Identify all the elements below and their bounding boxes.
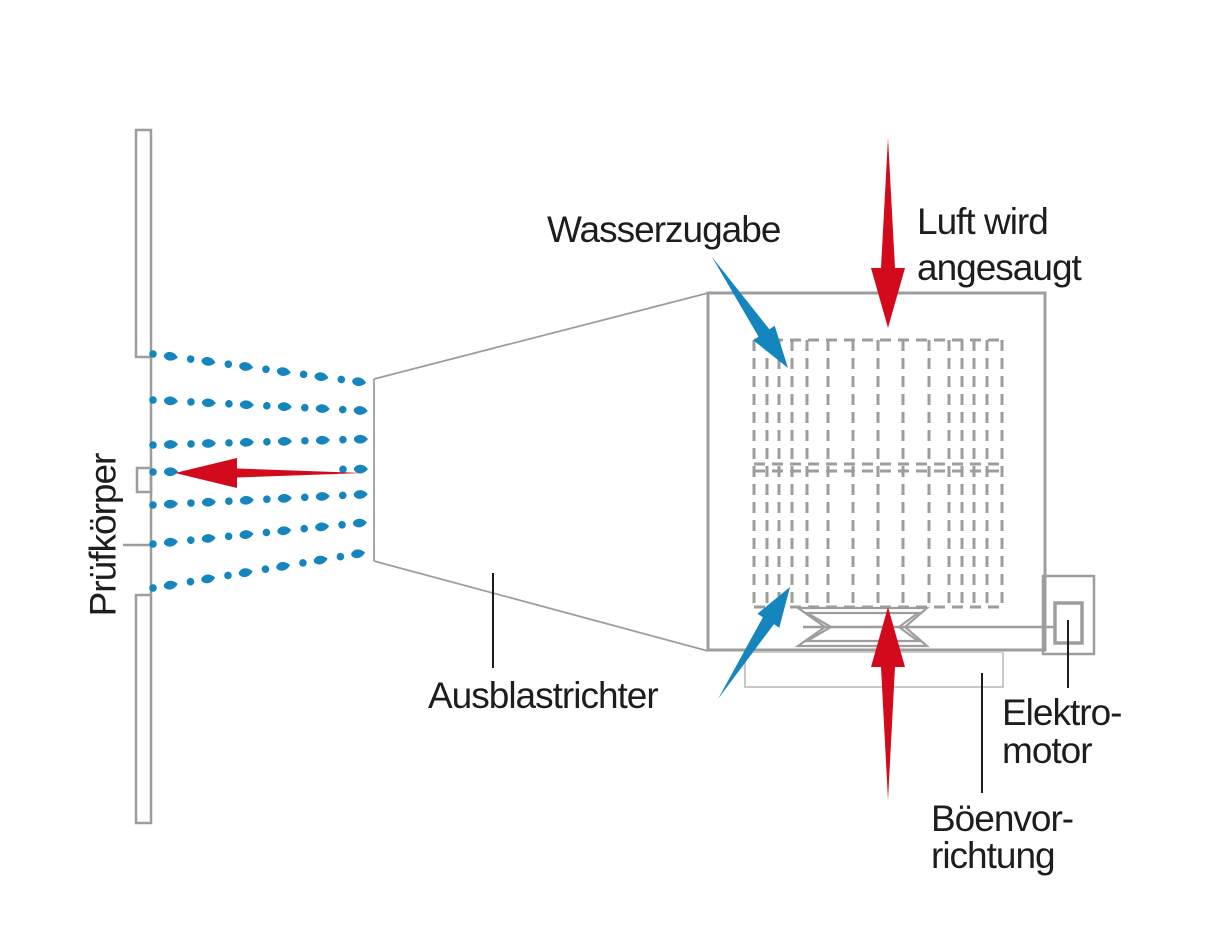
- water-inlet-arrow-top: [712, 257, 788, 368]
- air-arrows: [175, 138, 905, 800]
- air-intake-arrow-top: [871, 138, 905, 328]
- water-arrows: [712, 257, 790, 699]
- label-elektromotor-line2: motor: [1002, 730, 1093, 771]
- droplet-row: [148, 349, 367, 388]
- test-wall: [123, 128, 153, 825]
- droplet-row: [149, 489, 368, 509]
- label-boenvorrichtung: Böenvor- richtung: [931, 798, 1074, 876]
- label-wasserzugabe: Wasserzugabe: [547, 209, 781, 250]
- droplet-row: [148, 548, 366, 593]
- leader-lines: [492, 573, 1069, 793]
- droplet-row: [148, 517, 368, 549]
- droplet-row: [149, 396, 368, 416]
- label-boenvorrichtung-line2: richtung: [931, 835, 1056, 876]
- wall-sensor-box: [135, 466, 153, 494]
- label-ausblastrichter: Ausblastrichter: [428, 675, 659, 716]
- air-intake-arrow-bottom: [871, 607, 905, 800]
- droplet-row: [149, 434, 369, 450]
- gust-device-bar: [744, 651, 1004, 688]
- label-elektromotor: Elektro- motor: [1002, 692, 1122, 771]
- water-inlet-arrow-bottom: [718, 587, 790, 699]
- label-boenvorrichtung-line1: Böenvor-: [931, 798, 1074, 839]
- fan-grid: [752, 338, 1004, 609]
- fan-nozzle-inner: [802, 611, 922, 643]
- label-luft-line2: angesaugt: [917, 247, 1082, 288]
- wind-arrow-left: [175, 458, 363, 488]
- funnel-bottom-edge: [373, 560, 709, 652]
- label-pruefkoerper: Prüfkörper: [82, 453, 124, 617]
- label-luft-angesaugt: Luft wird angesaugt: [917, 199, 1082, 291]
- outlet-funnel: [373, 292, 709, 652]
- wall-lower-panel: [134, 593, 153, 825]
- funnel-top-edge: [373, 292, 709, 380]
- label-elektromotor-line1: Elektro-: [1002, 692, 1122, 733]
- label-luft-line1: Luft wird: [917, 201, 1049, 242]
- wall-upper-panel: [134, 128, 153, 359]
